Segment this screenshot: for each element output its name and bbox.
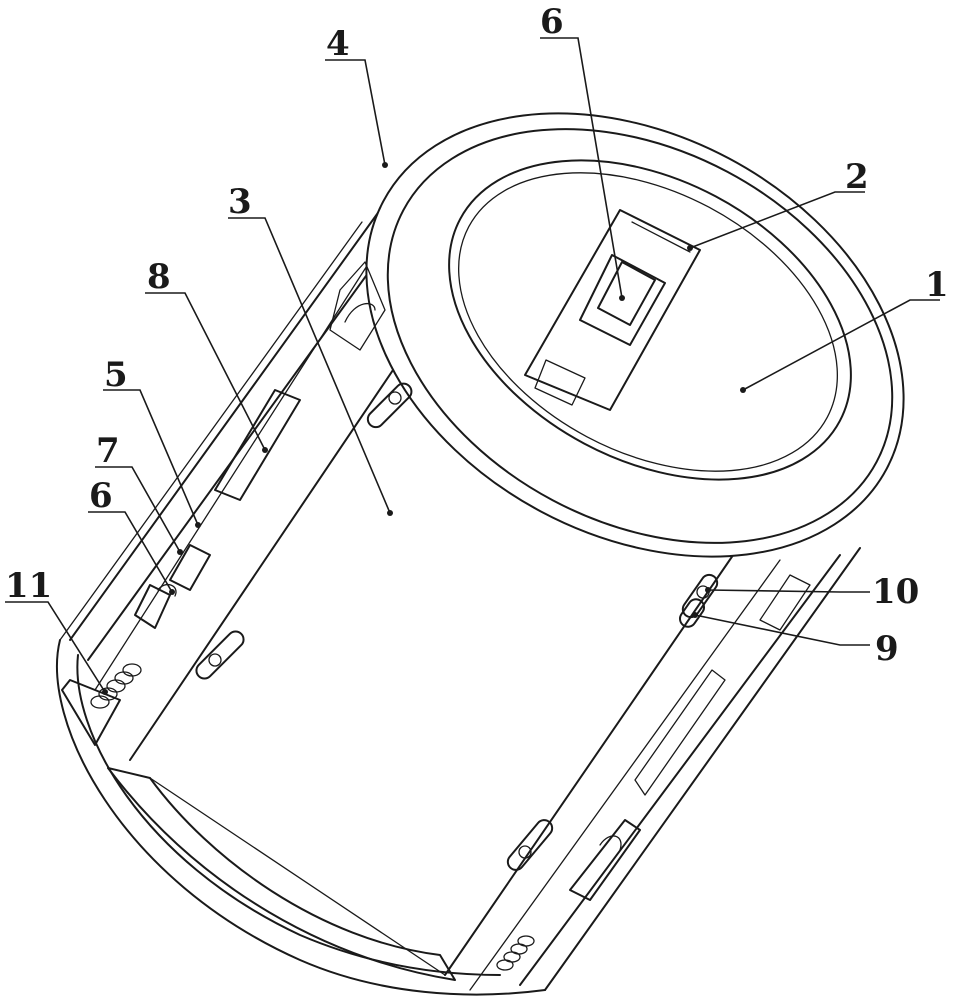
label-6-top: 6 [540,2,564,42]
label-5: 5 [104,355,128,395]
label-10: 10 [872,572,919,612]
label-1: 1 [925,265,949,305]
label-6-side: 6 [89,476,113,516]
label-2: 2 [845,157,869,197]
spring-coil [91,664,141,708]
spring-coil-lower [497,936,534,970]
label-8: 8 [147,257,171,297]
label-7: 7 [96,431,120,471]
label-3: 3 [228,182,252,222]
label-9: 9 [875,629,899,669]
label-11: 11 [5,566,52,606]
right-rail [497,575,810,970]
label-4: 4 [326,24,350,64]
